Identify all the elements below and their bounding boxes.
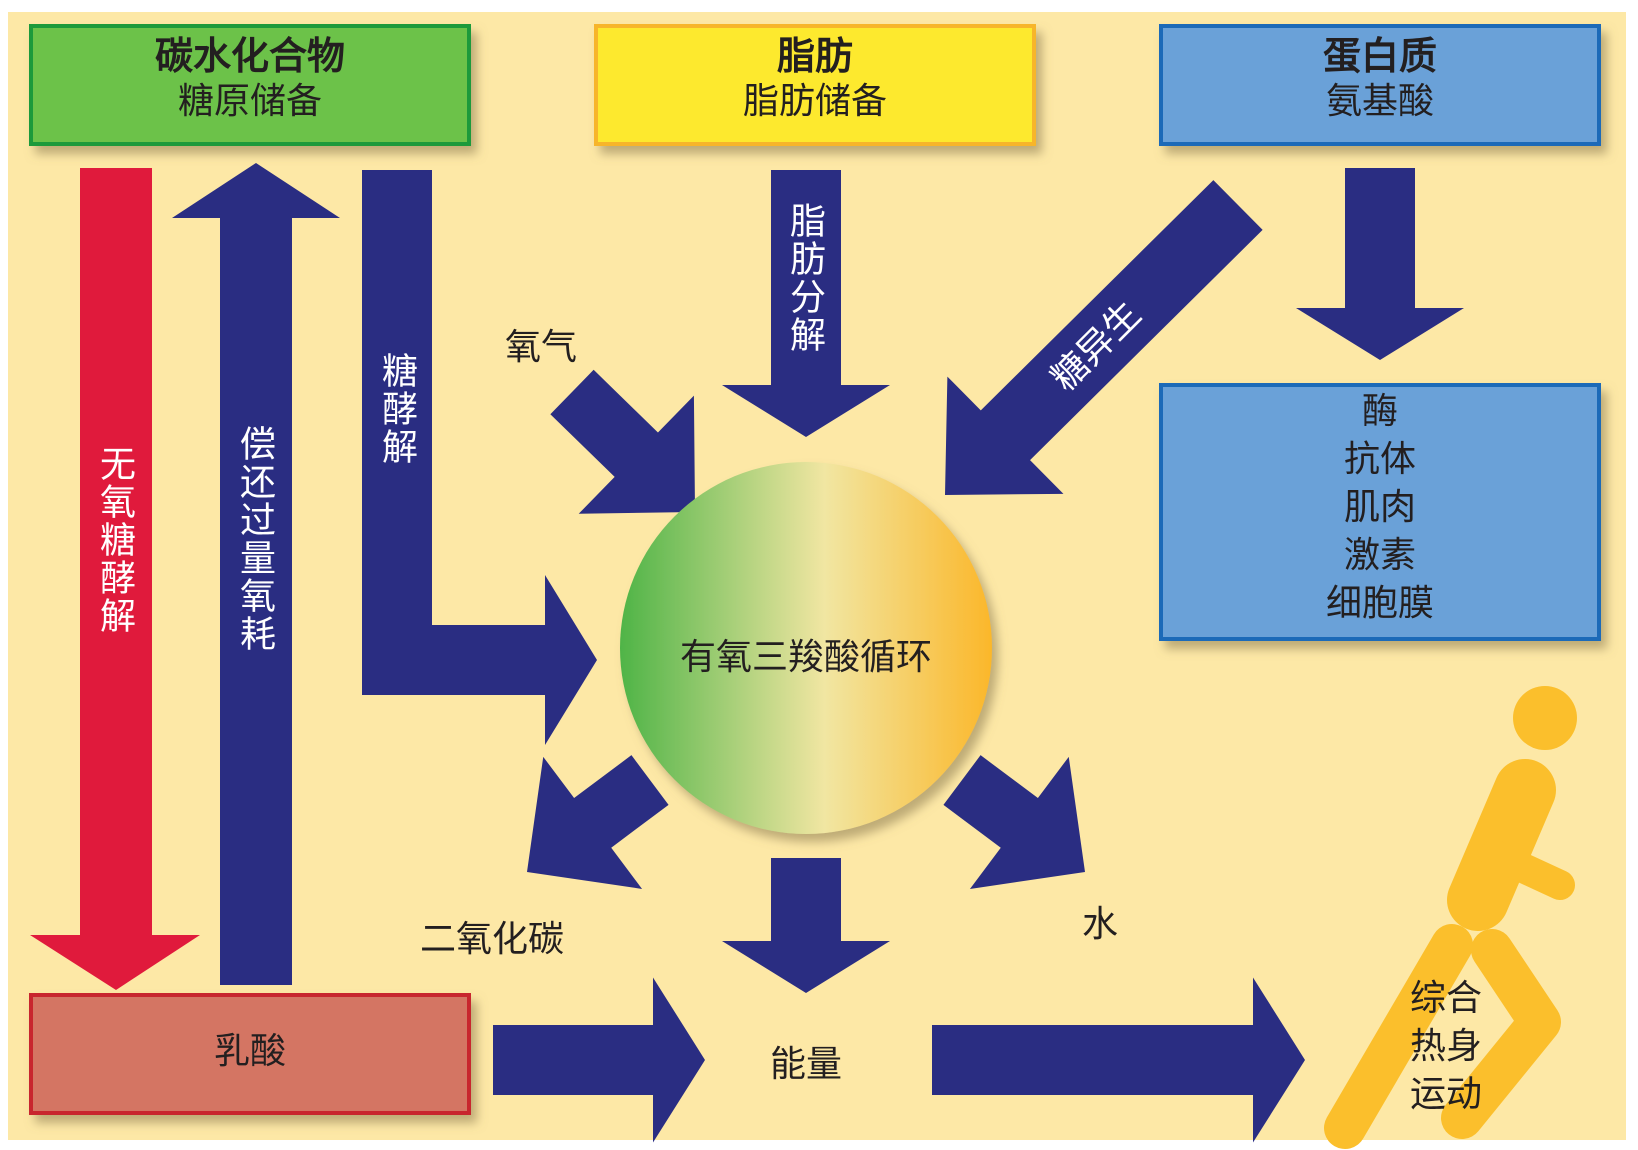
runner-figure [1324, 686, 1577, 1149]
carbohydrate-box [29, 24, 471, 146]
energy-to-exercise-arrow [932, 977, 1305, 1143]
protein-uses-list: 酶 抗体 肌肉 激素 细胞膜 [1161, 388, 1599, 628]
lactic-to-energy-arrow [493, 977, 705, 1143]
anaerobic-arrow [30, 168, 200, 990]
protein-use-item: 酶 [1361, 391, 1398, 432]
protein-subtitle: 氨基酸 [1325, 80, 1434, 122]
exercise-label: 综合热身运动 [1410, 978, 1483, 1115]
lactic-acid-label: 乳酸 [213, 1031, 286, 1072]
krebs-cycle-circle [620, 462, 992, 834]
oxygen-debt-label: 偿还过量氧耗 [234, 425, 275, 653]
protein-arrow [1296, 168, 1464, 360]
protein-use-item: 激素 [1343, 535, 1416, 576]
carbohydrate-box-text: 碳水化合物 糖原储备 [31, 34, 469, 123]
carbohydrate-subtitle: 糖原储备 [177, 80, 322, 122]
fat-subtitle: 脂肪储备 [742, 80, 887, 122]
krebs-cycle-label: 有氧三羧酸循环 [679, 637, 932, 678]
water-label: 水 [1082, 904, 1119, 945]
oxygen-debt-arrow [172, 163, 340, 985]
protein-use-item: 抗体 [1343, 439, 1416, 480]
gluconeogenesis-arrow [945, 180, 1263, 495]
lipolysis-label: 脂肪分解 [784, 202, 825, 354]
oxygen-arrow [550, 369, 695, 514]
fat-box [594, 24, 1036, 146]
carbohydrate-title: 碳水化合物 [154, 34, 345, 78]
protein-box-text: 蛋白质 氨基酸 [1161, 34, 1599, 123]
lactic-acid-box [29, 993, 471, 1115]
protein-uses-box [1159, 383, 1601, 641]
glycolysis-arrow [362, 170, 597, 745]
fat-title: 脂肪 [776, 34, 853, 78]
fat-box-text: 脂肪 脂肪储备 [596, 34, 1034, 123]
anaerobic-glycolysis-label: 无氧糖酵解 [94, 445, 135, 635]
glycolysis-label: 糖酵解 [376, 352, 417, 466]
protein-use-item: 肌肉 [1343, 487, 1416, 528]
energy-label: 能量 [770, 1044, 843, 1085]
co2-arrow [527, 755, 669, 889]
protein-title: 蛋白质 [1322, 34, 1437, 78]
energy-down-arrow [722, 858, 890, 993]
water-arrow [943, 755, 1085, 889]
protein-box [1159, 24, 1601, 146]
co2-label: 二氧化碳 [420, 919, 565, 960]
lipolysis-arrow [722, 170, 890, 437]
protein-use-item: 细胞膜 [1325, 583, 1434, 624]
oxygen-label: 氧气 [505, 327, 578, 368]
